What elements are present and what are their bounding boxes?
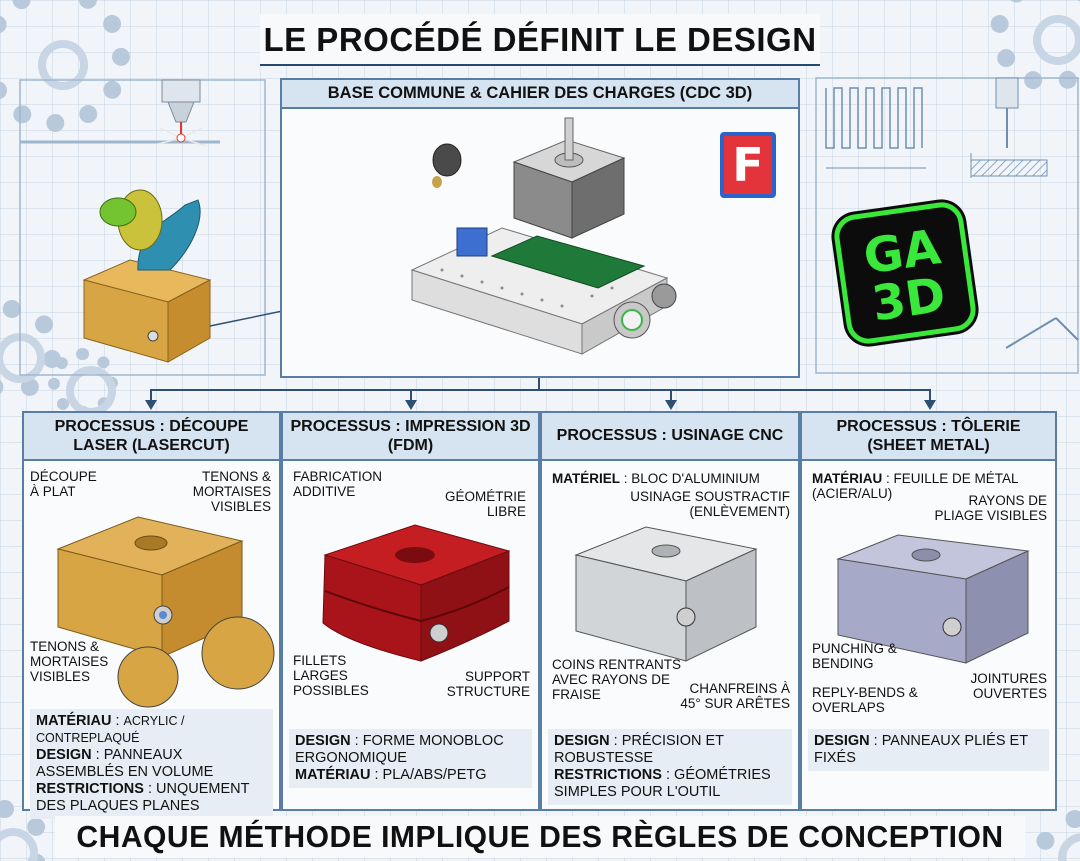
connector-bar <box>150 389 931 391</box>
info-key: MATÉRIAU <box>36 713 112 729</box>
info-box: MATÉRIAU : ACRYLIC / CONTREPLAQUÉ DESIGN… <box>30 709 273 819</box>
info-value: FORME MONOBLOC ERGONOMIQUE <box>295 733 504 766</box>
info-value: GÉOMÉTRIES SIMPLES POUR L'OUTIL <box>554 767 771 800</box>
arrowhead-1 <box>145 400 157 410</box>
info-value: PANNEAUX PLIÉS ET FIXÉS <box>814 733 1028 766</box>
connector-drop-2 <box>410 389 412 403</box>
process-panel-laser: PROCESSUS : DÉCOUPE LASER (LASERCUT) DÉC… <box>22 411 281 819</box>
info-value: PRÉCISION ET ROBUSTESSE <box>554 733 724 766</box>
label-bend-radii: RAYONS DE PLIAGE VISIBLES <box>934 493 1047 523</box>
label-flat-cut: DÉCOUPE À PLAT <box>30 469 97 499</box>
info-line: RESTRICTIONS : UNQUEMENT DES PLAQUES PLA… <box>36 781 250 814</box>
info-line: MATÉRIAU : PLA/ABS/PETG <box>295 767 487 783</box>
info-key: MATÉRIAU <box>295 767 371 783</box>
info-key: DESIGN <box>36 747 92 763</box>
connector-drop-4 <box>929 389 931 403</box>
label-additive: FABRICATION ADDITIVE <box>293 469 383 499</box>
label-subtractive: USINAGE SOUSTRACTIF (ENLÈVEMENT) <box>630 489 790 519</box>
info-box: DESIGN : FORME MONOBLOC ERGONOMIQUE MATÉ… <box>289 729 532 788</box>
info-box: DESIGN : PANNEAUX PLIÉS ET FIXÉS <box>808 729 1049 771</box>
info-line: DESIGN : PRÉCISION ET ROBUSTESSE <box>554 733 724 766</box>
info-line: DESIGN : PANNEAUX PLIÉS ET FIXÉS <box>814 733 1028 766</box>
info-line: DESIGN : PANNEAUX ASSEMBLÉS EN VOLUME <box>36 747 214 780</box>
label-reply-bends: REPLY-BENDS & OVERLAPS <box>812 685 918 715</box>
label-support: SUPPORT STRUCTURE <box>446 669 530 699</box>
label-fillets: FILLETS LARGES POSSIBLES <box>293 653 369 698</box>
process-panel-cnc: PROCESSUS : USINAGE CNC MATÉRIEL : BLOC … <box>540 411 800 811</box>
process-panel-title: PROCESSUS : IMPRESSION 3D (FDM) <box>283 413 538 461</box>
label-free-geometry: GÉOMÉTRIE LIBRE <box>444 489 526 519</box>
label-material: MATÉRIEL : BLOC D'ALUMINIUM <box>552 471 760 486</box>
info-box: DESIGN : PRÉCISION ET ROBUSTESSE RESTRIC… <box>548 729 792 805</box>
connector-drop-3 <box>670 389 672 403</box>
process-panel-title: PROCESSUS : TÔLERIE (SHEET METAL) <box>802 413 1055 461</box>
laser-box-illustration <box>56 516 275 708</box>
info-line: RESTRICTIONS : GÉOMÉTRIES SIMPLES POUR L… <box>554 767 771 800</box>
freecad-logo-glyph: F <box>732 138 764 192</box>
freecad-logo: F <box>720 132 776 198</box>
info-value: ACRYLIC / CONTREPLAQUÉ <box>36 714 185 745</box>
label-material-value: BLOC D'ALUMINIUM <box>631 471 760 486</box>
arrowhead-4 <box>924 400 936 410</box>
label-open-joints: JOINTURES OUVERTES <box>970 671 1047 701</box>
laser-head-illustration <box>19 79 378 376</box>
label-material-key: MATÉRIEL <box>552 471 620 486</box>
info-key: DESIGN <box>814 733 870 749</box>
info-value: PANNEAUX ASSEMBLÉS EN VOLUME <box>36 747 214 780</box>
label-inner-corners: COINS RENTRANTS AVEC RAYONS DE FRAISE <box>552 657 682 702</box>
process-panel-title: PROCESSUS : USINAGE CNC <box>542 413 798 461</box>
info-key: RESTRICTIONS <box>36 781 144 797</box>
base-panel: BASE COMMUNE & CAHIER DES CHARGES (CDC 3… <box>280 78 800 378</box>
label-material-value: FEUILLE DE MÉTAL (ACIER/ALU) <box>812 471 1019 501</box>
ga3d-logo: GA 3D <box>831 199 979 347</box>
arrowhead-3 <box>665 400 677 410</box>
connector-trunk <box>538 378 540 390</box>
connector-drop-1 <box>150 389 152 403</box>
cnc-block-illustration <box>574 526 758 662</box>
label-tenons-bottom: TENONS & MORTAISES VISIBLES <box>30 639 109 684</box>
process-panel-title: PROCESSUS : DÉCOUPE LASER (LASERCUT) <box>24 413 279 461</box>
process-panel-sheet-metal: PROCESSUS : TÔLERIE (SHEET METAL) MATÉRI… <box>800 411 1057 811</box>
sheet-metal-illustration <box>836 534 1030 664</box>
info-line: DESIGN : FORME MONOBLOC ERGONOMIQUE <box>295 733 504 766</box>
page-title: LE PROCÉDÉ DÉFINIT LE DESIGN <box>260 14 820 66</box>
gear-icon <box>1035 810 1080 861</box>
label-material-key: MATÉRIAU <box>812 471 883 486</box>
info-value: UNQUEMENT DES PLAQUES PLANES <box>36 781 250 814</box>
cnc-sketch-illustration <box>815 77 1079 374</box>
info-value: PLA/ABS/PETG <box>382 767 487 783</box>
process-panel-fdm: PROCESSUS : IMPRESSION 3D (FDM) FABRICAT… <box>281 411 540 811</box>
fdm-enclosure-illustration <box>322 524 511 662</box>
label-chamfers: CHANFREINS À 45° SUR ARÊTES <box>680 681 790 711</box>
breadboard-motor-illustration <box>410 117 677 355</box>
arrowhead-2 <box>405 400 417 410</box>
label-material: MATÉRIAU : FEUILLE DE MÉTAL (ACIER/ALU) <box>812 471 1019 501</box>
info-key: DESIGN <box>295 733 351 749</box>
info-key: DESIGN <box>554 733 610 749</box>
info-line: MATÉRIAU : ACRYLIC / CONTREPLAQUÉ <box>36 713 185 745</box>
base-panel-title: BASE COMMUNE & CAHIER DES CHARGES (CDC 3… <box>282 80 798 109</box>
label-punching: PUNCHING & BENDING <box>812 641 897 671</box>
label-tenons-top: TENONS & MORTAISES VISIBLES <box>192 469 271 514</box>
info-key: RESTRICTIONS <box>554 767 662 783</box>
footer-title: CHAQUE MÉTHODE IMPLIQUE DES RÈGLES DE CO… <box>55 816 1025 858</box>
